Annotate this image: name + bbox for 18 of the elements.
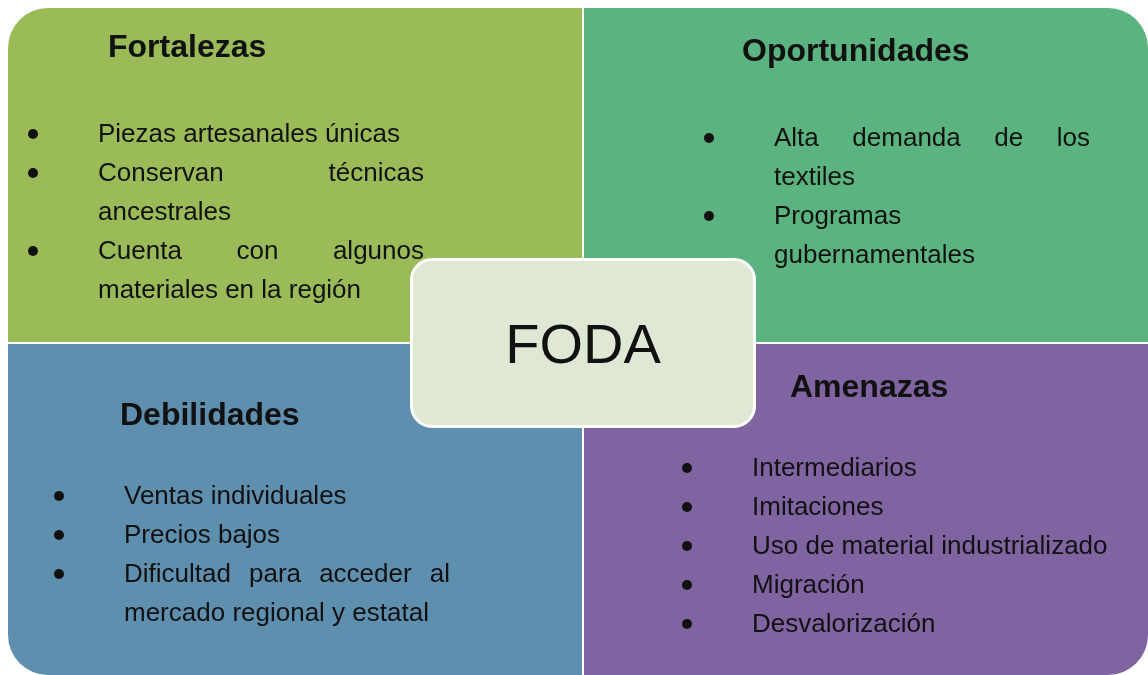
bullet-text: Imitaciones [752,491,884,521]
bullet-text: Cuenta con algunos materiales en la región [98,235,424,304]
bullet-text: Intermediarios [752,452,917,482]
bullet-text: Conservan técnicas ancestrales [98,157,424,226]
bullet-text: Alta demanda de los textiles [774,122,1090,191]
panel-heading: Fortalezas [108,28,267,65]
bullet-text: Piezas artesanales únicas [98,118,401,148]
panel-heading: Oportunidades [742,32,970,69]
bullet-text: Dificultad para acceder al mercado regional y estatal [124,558,450,627]
bullet-text: Ventas individuales [124,480,347,510]
bullet-text: Migración [752,569,865,599]
bullet-text: Precios bajos [124,519,281,549]
bullet-text: Desvalorización [752,608,936,638]
bullet-text: Programas gubernamentales [774,200,975,269]
center-title: FODA [505,310,661,376]
bullet-text: Uso de material industrializado [752,530,1108,560]
panel-heading: Debilidades [120,396,300,433]
panel-heading: Amenazas [790,368,949,405]
